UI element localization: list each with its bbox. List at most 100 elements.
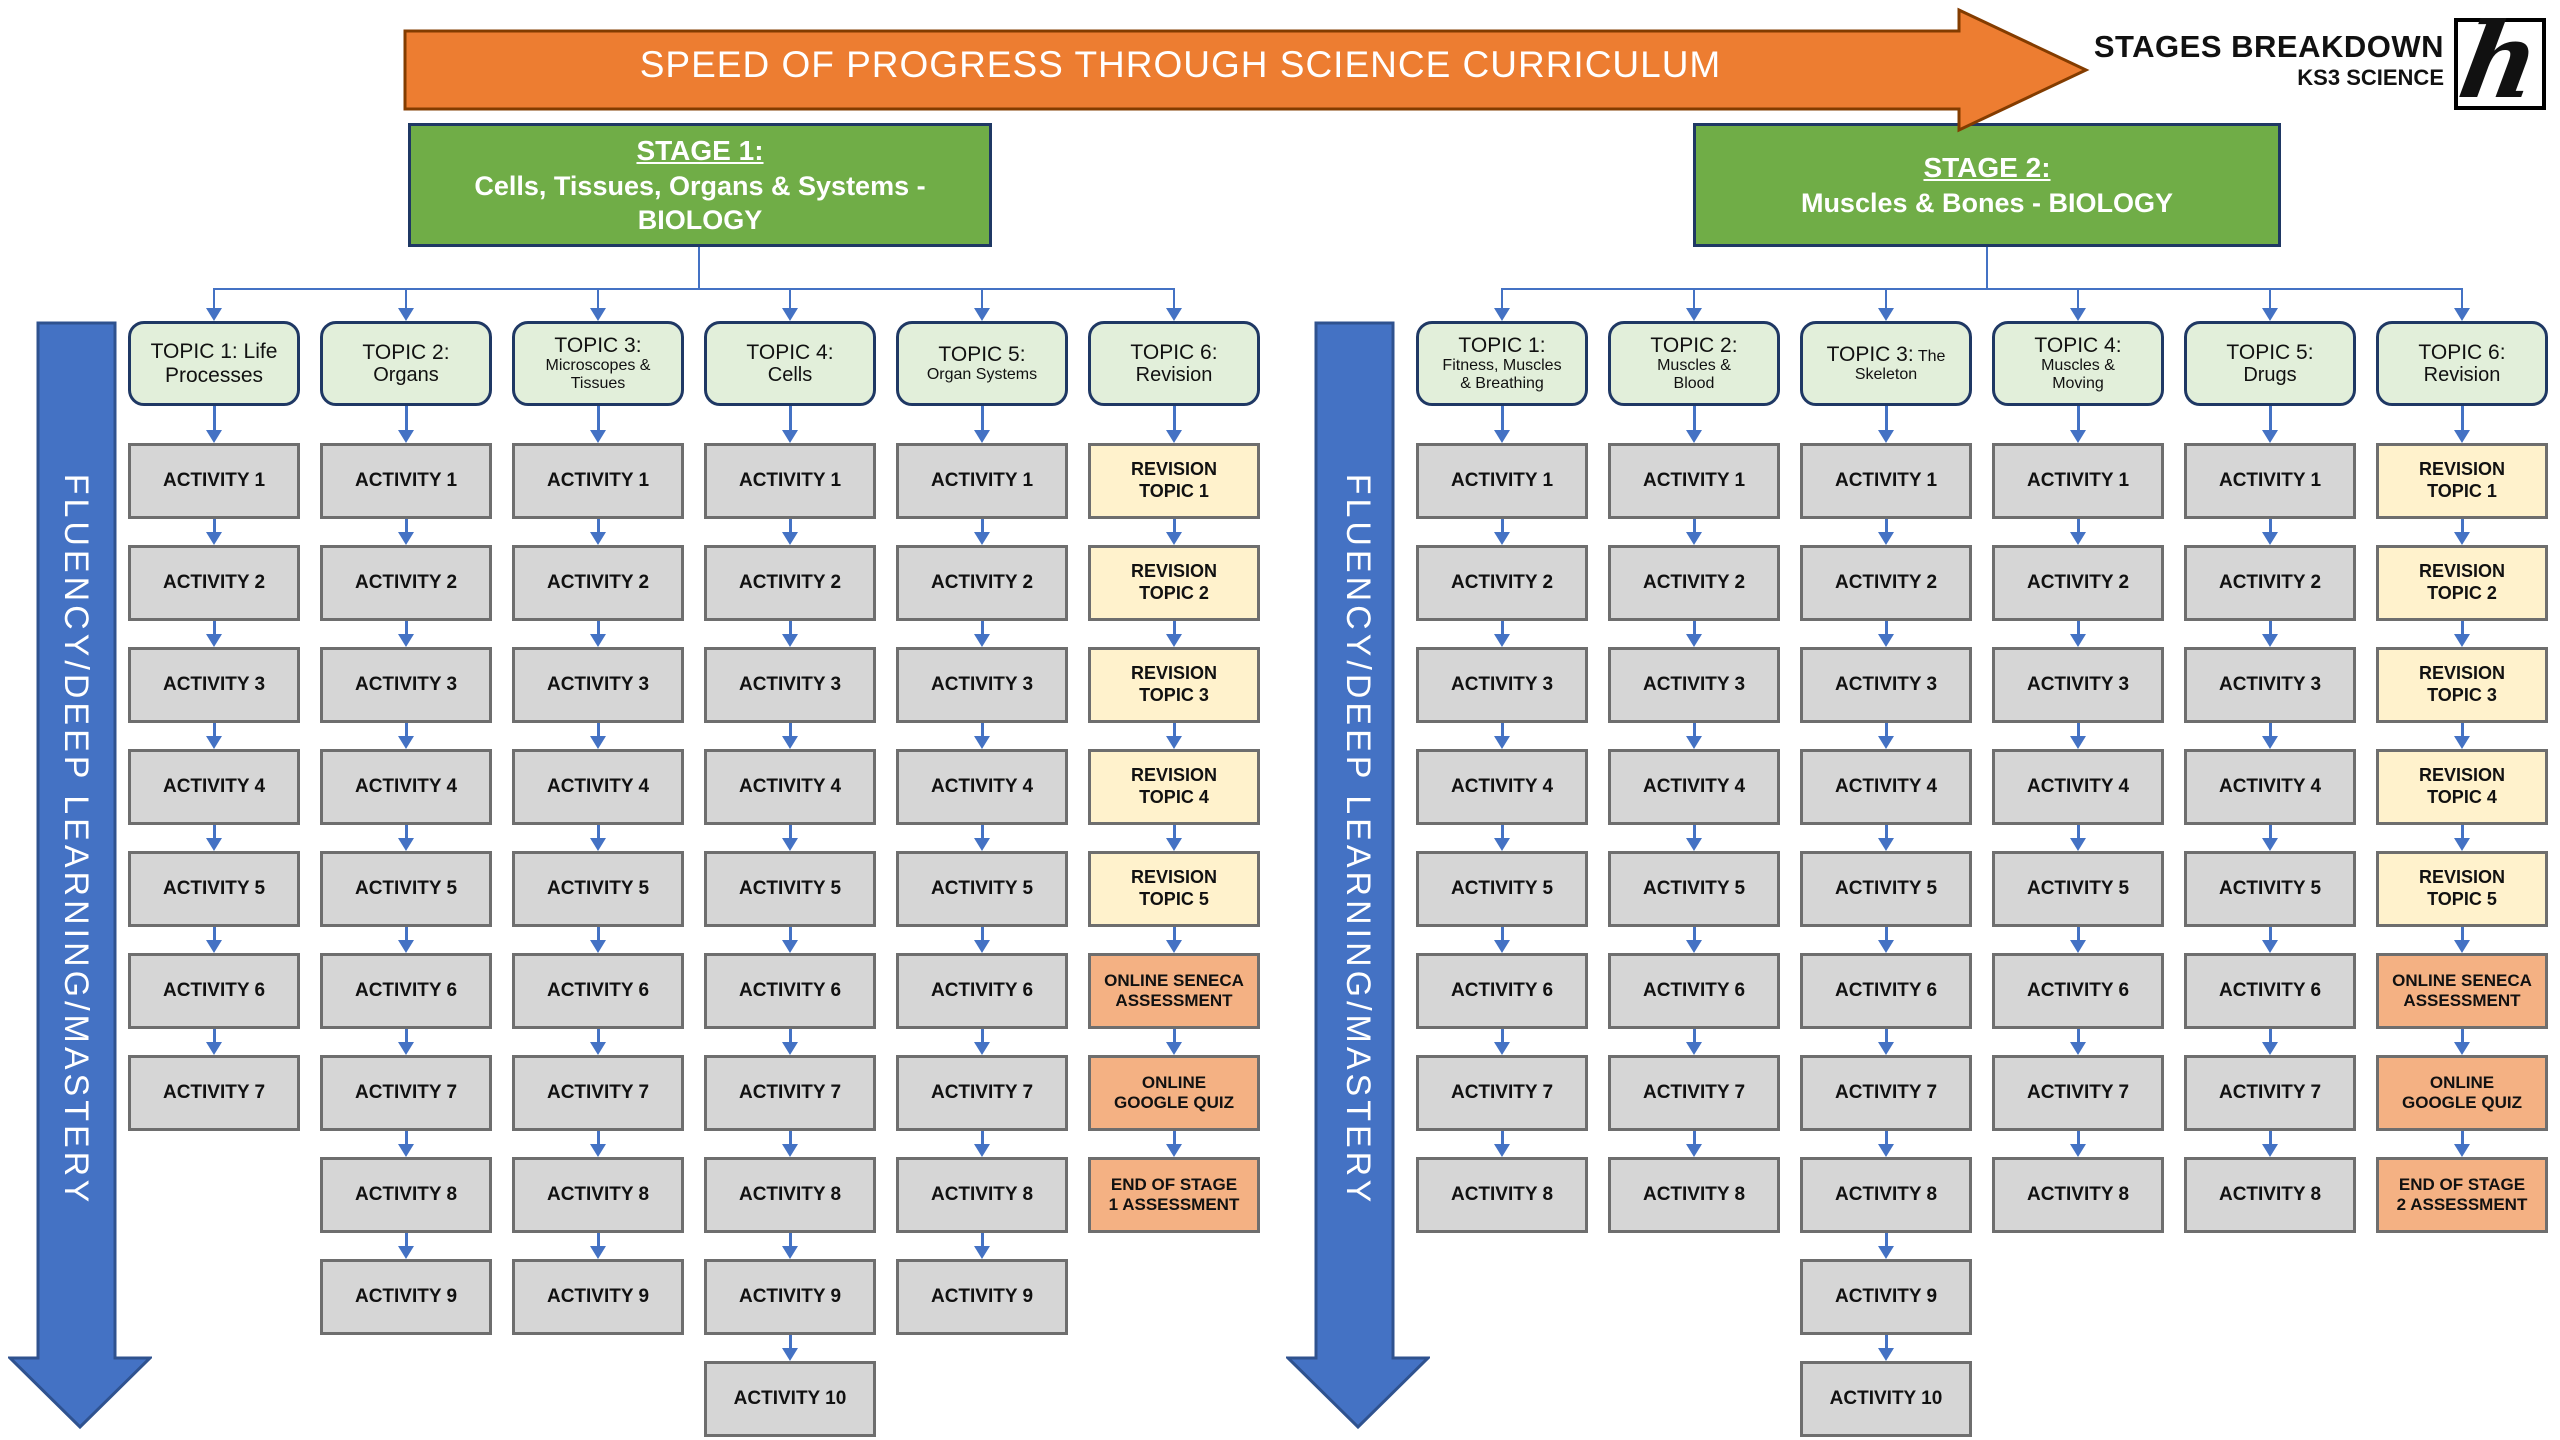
tree-drop-line — [2269, 288, 2271, 308]
flow-item: ACTIVITY 6 — [512, 927, 684, 1029]
connector-tree-bar — [214, 288, 1174, 290]
down-arrow-icon — [974, 406, 990, 443]
item-box: ACTIVITY 3 — [1800, 647, 1972, 723]
down-arrow-line — [1172, 927, 1176, 940]
down-arrow-line — [788, 1335, 792, 1348]
tree-drop-arrow-icon — [1686, 288, 1702, 321]
topic-column: TOPIC 5: Organ Systems ACTIVITY 1 — [896, 288, 1068, 1437]
down-arrow-line — [596, 1029, 600, 1042]
topic-title: TOPIC 5: — [2226, 341, 2313, 365]
item-box: ACTIVITY 7 — [512, 1055, 684, 1131]
item-box: ACTIVITY 1 — [1992, 443, 2164, 519]
down-arrowhead-icon — [1494, 940, 1510, 953]
item-box: ACTIVITY 9 — [704, 1259, 876, 1335]
down-arrow-line — [788, 1131, 792, 1144]
down-arrow-icon — [1166, 1029, 1182, 1055]
item-box: ACTIVITY 5 — [704, 851, 876, 927]
down-arrow-line — [212, 1029, 216, 1042]
item-box: ACTIVITY 1 — [128, 443, 300, 519]
item-box: ACTIVITY 2 — [896, 545, 1068, 621]
item-box: ACTIVITY 10 — [1800, 1361, 1972, 1437]
flow-item: ACTIVITY 2 — [704, 519, 876, 621]
flow-item: ACTIVITY 7 — [512, 1029, 684, 1131]
topic-box: TOPIC 5: Organ Systems — [896, 321, 1068, 406]
down-arrow-line — [2268, 927, 2272, 940]
item-box: ACTIVITY 4 — [1992, 749, 2164, 825]
down-arrowhead-icon — [2070, 430, 2086, 443]
down-arrowhead-icon — [2262, 940, 2278, 953]
down-arrowhead-icon — [782, 634, 798, 647]
down-arrow-line — [1884, 723, 1888, 736]
flow-item: END OF STAGE 2 ASSESSMENT — [2376, 1131, 2548, 1233]
down-arrowhead-icon — [398, 940, 414, 953]
item-box: ACTIVITY 6 — [512, 953, 684, 1029]
down-arrow-icon — [974, 723, 990, 749]
item-box: ACTIVITY 7 — [1416, 1055, 1588, 1131]
flow-item: ACTIVITY 6 — [2184, 927, 2356, 1029]
down-arrow-icon — [398, 1029, 414, 1055]
flow-item: ACTIVITY 10 — [1800, 1335, 1972, 1437]
down-arrow-icon — [1494, 406, 1510, 443]
down-arrowhead-icon — [1686, 1042, 1702, 1055]
flow-item: ACTIVITY 6 — [1992, 927, 2164, 1029]
down-arrowhead-icon — [2070, 736, 2086, 749]
item-box: ACTIVITY 7 — [2184, 1055, 2356, 1131]
down-arrowhead-icon — [1686, 430, 1702, 443]
down-arrow-line — [1500, 621, 1504, 634]
down-arrow-line — [980, 1233, 984, 1246]
down-arrow-icon — [2454, 406, 2470, 443]
down-arrowhead-icon — [1686, 736, 1702, 749]
item-box: ACTIVITY 3 — [896, 647, 1068, 723]
item-box: ACTIVITY 4 — [1800, 749, 1972, 825]
topic-subtitle: Revision — [1135, 364, 1213, 387]
down-arrow-icon — [782, 406, 798, 443]
down-arrow-line — [2076, 927, 2080, 940]
down-arrow-icon — [974, 519, 990, 545]
down-arrow-icon — [590, 1029, 606, 1055]
down-arrowhead-icon — [782, 1144, 798, 1157]
down-arrowhead-icon — [2262, 1144, 2278, 1157]
down-arrow-line — [404, 406, 408, 430]
down-arrow-line — [2268, 1029, 2272, 1042]
down-arrow-icon — [1494, 519, 1510, 545]
flow-item: ACTIVITY 5 — [1992, 825, 2164, 927]
topic-title: TOPIC 3: The — [1827, 343, 1946, 367]
flow-item: ONLINE GOOGLE QUIZ — [2376, 1029, 2548, 1131]
down-arrowhead-icon — [590, 1144, 606, 1157]
item-box: ACTIVITY 5 — [2184, 851, 2356, 927]
down-arrow-icon — [206, 927, 222, 953]
item-box: ACTIVITY 7 — [1992, 1055, 2164, 1131]
down-arrow-line — [596, 519, 600, 532]
flow-item: ACTIVITY 7 — [1416, 1029, 1588, 1131]
flow-item: ACTIVITY 6 — [320, 927, 492, 1029]
flow-item: ACTIVITY 2 — [320, 519, 492, 621]
down-arrow-line — [1172, 723, 1176, 736]
item-box: ACTIVITY 6 — [1800, 953, 1972, 1029]
tree-drop-arrow-icon — [2262, 288, 2278, 321]
down-arrow-icon — [590, 519, 606, 545]
down-arrow-line — [2076, 1029, 2080, 1042]
flow-item: ACTIVITY 3 — [128, 621, 300, 723]
down-arrowhead-icon — [398, 1246, 414, 1259]
topic-column: TOPIC 3: Microscopes & Tissues ACTIVITY … — [512, 288, 684, 1437]
item-box: REVISION TOPIC 2 — [2376, 545, 2548, 621]
tree-drop-arrowhead-icon — [2262, 308, 2278, 321]
fluency-arrow-right-icon — [1286, 321, 1430, 1430]
down-arrow-line — [1884, 406, 1888, 430]
down-arrow-line — [2460, 927, 2464, 940]
item-box: ONLINE SENECA ASSESSMENT — [1088, 953, 1260, 1029]
down-arrow-icon — [1494, 723, 1510, 749]
down-arrow-line — [1500, 406, 1504, 430]
flow-item: ACTIVITY 4 — [128, 723, 300, 825]
down-arrow-line — [2076, 406, 2080, 430]
topic-column: TOPIC 2: Muscles & Blood ACTIVITY 1 — [1608, 288, 1780, 1437]
flow-item: ACTIVITY 5 — [512, 825, 684, 927]
tree-drop-arrowhead-icon — [1494, 308, 1510, 321]
item-box: ACTIVITY 4 — [128, 749, 300, 825]
down-arrowhead-icon — [2454, 532, 2470, 545]
down-arrow-line — [1500, 723, 1504, 736]
down-arrow-icon — [2262, 1029, 2278, 1055]
item-box: ACTIVITY 3 — [2184, 647, 2356, 723]
down-arrow-icon — [782, 723, 798, 749]
topic-column: TOPIC 5: Drugs ACTIVITY 1 — [2184, 288, 2356, 1437]
